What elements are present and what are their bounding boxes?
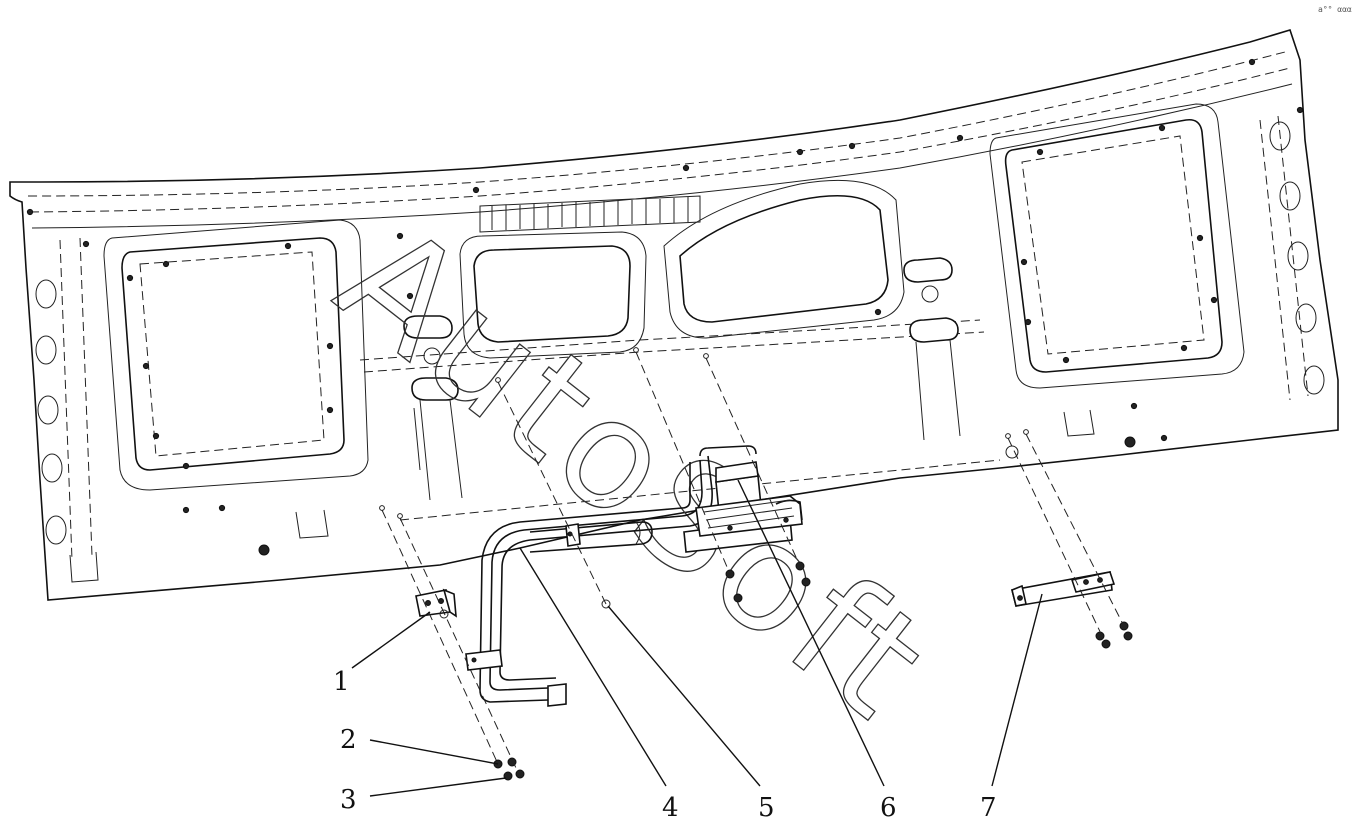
rib-comb: [479, 195, 701, 233]
corner-mark: a°° ααα: [1318, 5, 1352, 14]
cowl-panel: [9, 29, 1339, 601]
watermark-text: AutoSoft: [308, 191, 961, 754]
leader-4: [519, 547, 667, 787]
callout-5: 5: [758, 793, 775, 823]
leader-2: [369, 739, 499, 765]
part-1-bracket: [415, 588, 457, 619]
leader-6: [737, 479, 885, 787]
callout-4: 4: [662, 793, 679, 823]
callout-3: 3: [340, 785, 357, 815]
leader-5: [607, 605, 761, 787]
callout-6: 6: [880, 793, 897, 823]
leader-3: [369, 777, 507, 797]
watermark: AutoSoft: [307, 191, 961, 756]
callout-leaders: [351, 479, 1043, 797]
leader-1: [351, 611, 431, 669]
assembly-lines: [381, 351, 1127, 769]
callout-7: 7: [980, 793, 997, 823]
panel-holes: [26, 58, 1304, 556]
callout-labels: 1 2 3 4 5 6 7: [333, 667, 997, 823]
fasteners: [493, 561, 1133, 781]
callout-2: 2: [340, 725, 357, 755]
part-6-clamp-block: [683, 461, 803, 553]
callout-1: 1: [333, 667, 350, 697]
leader-7: [991, 593, 1043, 787]
